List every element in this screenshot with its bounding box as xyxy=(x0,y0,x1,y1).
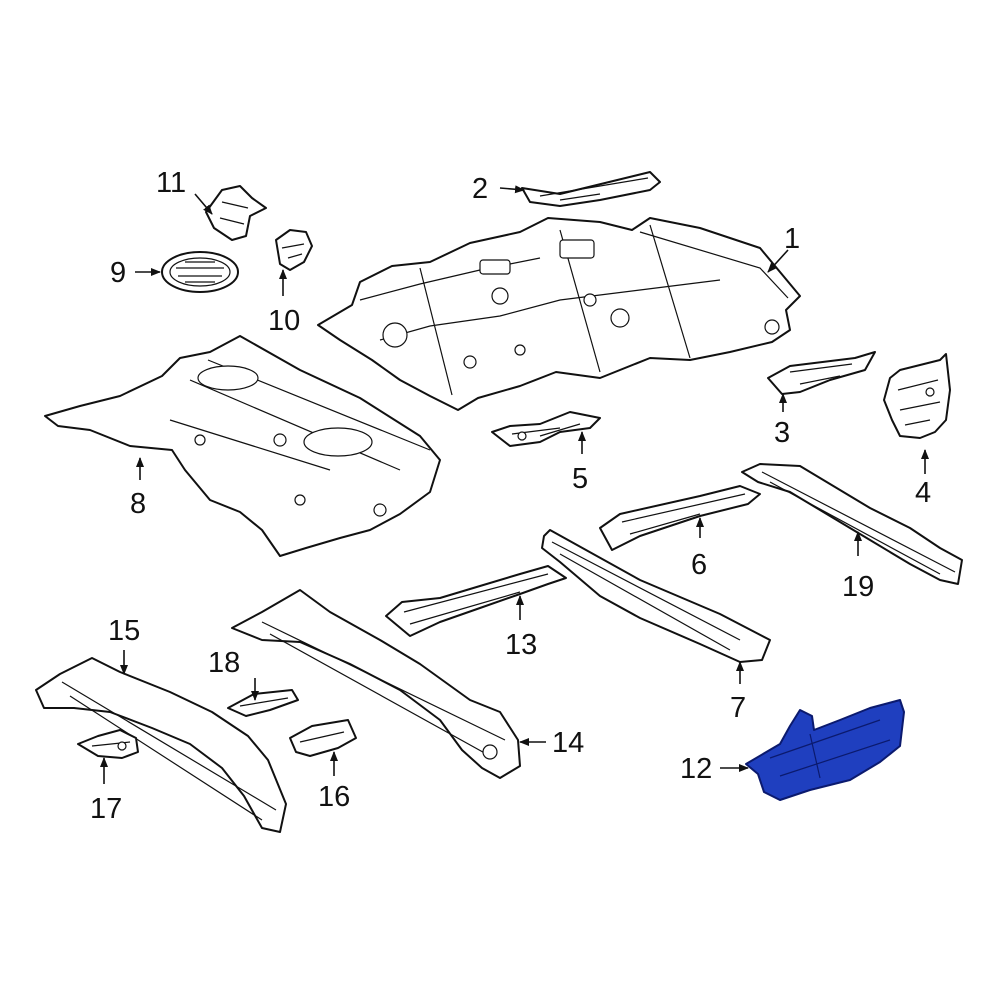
part-3-bracket[interactable] xyxy=(767,351,876,395)
part-18-bracket[interactable] xyxy=(227,689,299,717)
part-6-crossmember[interactable] xyxy=(599,485,761,551)
callout-label: 12 xyxy=(680,753,712,785)
callout-label: 2 xyxy=(472,173,488,205)
callout-18[interactable]: 18 xyxy=(208,647,259,701)
callout-label: 19 xyxy=(842,571,874,603)
callout-label: 17 xyxy=(90,793,122,825)
callout-label: 3 xyxy=(774,417,790,449)
callout-label: 11 xyxy=(156,167,186,199)
callout-19[interactable]: 19 xyxy=(842,531,874,603)
callout-9[interactable]: 9 xyxy=(110,257,161,289)
callout-label: 7 xyxy=(730,692,746,724)
callout-label: 8 xyxy=(130,488,146,520)
callout-label: 4 xyxy=(915,477,931,509)
callout-11[interactable]: 11 xyxy=(156,167,213,215)
callouts: 1 2 3 4 5 6 7 8 xyxy=(90,167,931,825)
callout-2[interactable]: 2 xyxy=(472,173,525,205)
callout-10[interactable]: 10 xyxy=(268,269,300,337)
callout-label: 13 xyxy=(505,629,537,661)
callout-label: 16 xyxy=(318,781,350,813)
callout-label: 6 xyxy=(691,549,707,581)
callout-label: 14 xyxy=(552,727,584,759)
callout-label: 15 xyxy=(108,615,140,647)
callout-label: 9 xyxy=(110,257,126,289)
callout-17[interactable]: 17 xyxy=(90,757,122,825)
part-5-bracket[interactable] xyxy=(491,411,601,447)
callout-16[interactable]: 16 xyxy=(318,751,350,813)
part-14-frame-rail[interactable] xyxy=(231,589,521,779)
callout-label: 10 xyxy=(268,305,300,337)
callout-1[interactable]: 1 xyxy=(767,223,800,273)
callout-4[interactable]: 4 xyxy=(915,449,931,509)
part-8-front-floor-pan[interactable] xyxy=(44,335,441,557)
part-13-crossmember[interactable] xyxy=(385,565,567,637)
part-16-bracket[interactable] xyxy=(289,719,357,757)
callout-label: 1 xyxy=(784,223,800,255)
callout-12[interactable]: 12 xyxy=(680,753,749,785)
callout-7[interactable]: 7 xyxy=(730,661,746,724)
callout-label: 5 xyxy=(572,463,588,495)
part-4-panel[interactable] xyxy=(883,353,951,439)
part-12-highlighted-panel[interactable] xyxy=(745,699,905,801)
part-10-bracket[interactable] xyxy=(275,229,313,271)
part-7-side-member[interactable] xyxy=(541,529,771,663)
part-17-bracket[interactable] xyxy=(77,729,139,759)
part-19-side-rail[interactable] xyxy=(741,463,963,585)
callout-5[interactable]: 5 xyxy=(572,431,588,495)
part-11-bracket[interactable] xyxy=(205,185,267,241)
callout-label: 18 xyxy=(208,647,240,679)
part-9-grommet[interactable] xyxy=(161,251,239,293)
callout-14[interactable]: 14 xyxy=(519,727,584,759)
callout-6[interactable]: 6 xyxy=(691,517,707,581)
part-2-reinforcement[interactable] xyxy=(521,171,661,207)
part-1-rear-floor-pan[interactable] xyxy=(317,217,801,411)
callout-8[interactable]: 8 xyxy=(130,457,146,520)
callout-3[interactable]: 3 xyxy=(774,393,790,449)
callout-15[interactable]: 15 xyxy=(108,615,140,675)
callout-13[interactable]: 13 xyxy=(505,595,537,661)
part-15-front-frame[interactable] xyxy=(35,657,287,833)
